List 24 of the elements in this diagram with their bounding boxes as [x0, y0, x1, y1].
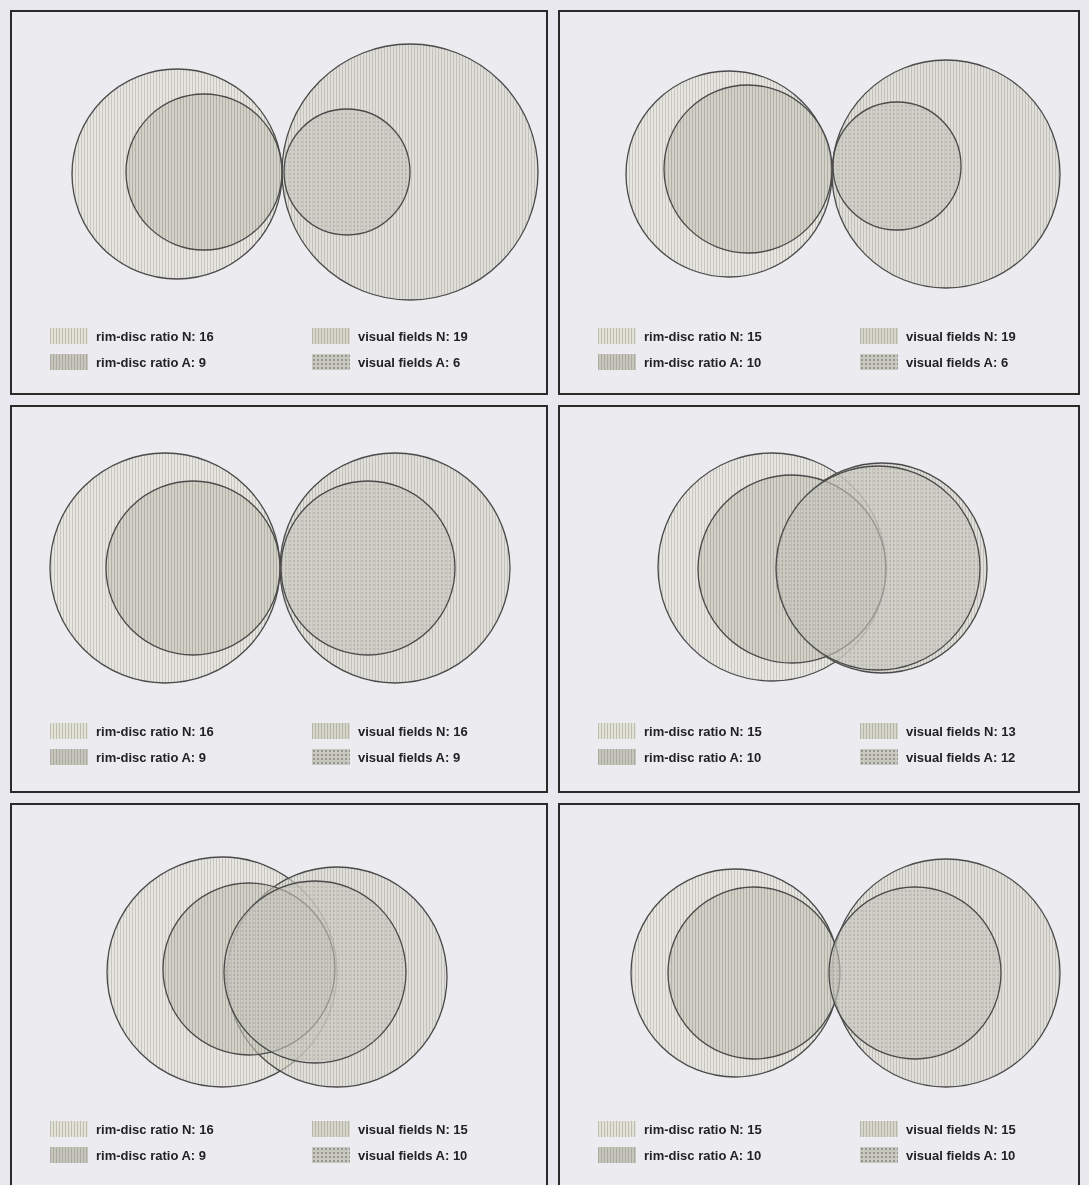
legend-label: rim-disc ratio N: 15 — [644, 1121, 762, 1137]
legend-label: visual fields N: 15 — [358, 1121, 468, 1137]
legend-label: visual fields A: 6 — [358, 354, 461, 370]
legend-label: rim-disc ratio N: 16 — [96, 1121, 214, 1137]
legend-label: rim-disc ratio A: 10 — [644, 749, 762, 765]
legend-label: rim-disc ratio A: 9 — [96, 749, 207, 765]
legend-label: rim-disc ratio N: 16 — [96, 723, 214, 739]
legend-label: visual fields A: 6 — [906, 354, 1009, 370]
legend-label: rim-disc ratio N: 16 — [96, 328, 214, 344]
legend-label: rim-disc ratio N: 15 — [644, 723, 762, 739]
legend-label: visual fields A: 12 — [906, 749, 1016, 765]
legend-label: visual fields A: 10 — [358, 1147, 468, 1163]
legend-label: rim-disc ratio N: 15 — [644, 328, 762, 344]
legend-label: visual fields N: 15 — [906, 1121, 1016, 1137]
legend-label: rim-disc ratio A: 9 — [96, 1147, 207, 1163]
legend-label: visual fields N: 19 — [358, 328, 468, 344]
legend-label: visual fields A: 10 — [906, 1147, 1016, 1163]
legend-label: rim-disc ratio A: 10 — [644, 354, 762, 370]
legend-label: visual fields N: 19 — [906, 328, 1016, 344]
legend-label: visual fields N: 16 — [358, 723, 468, 739]
legend-label: rim-disc ratio A: 10 — [644, 1147, 762, 1163]
legend-label: visual fields A: 9 — [358, 749, 461, 765]
legend-label: visual fields N: 13 — [906, 723, 1016, 739]
legend-label: rim-disc ratio A: 9 — [96, 354, 207, 370]
